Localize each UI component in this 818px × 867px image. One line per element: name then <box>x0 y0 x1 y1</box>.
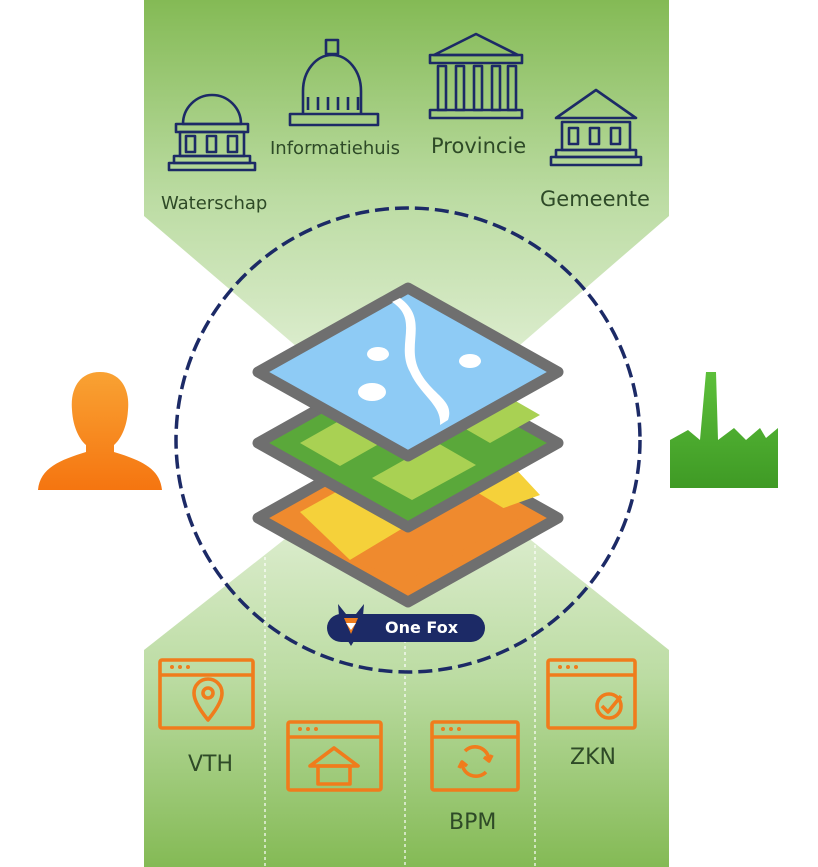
zkn-label: ZKN <box>570 745 616 770</box>
one-fox-label: One Fox <box>385 618 459 637</box>
vth-label: VTH <box>188 752 234 777</box>
informatiehuis-label: Informatiehuis <box>270 138 401 159</box>
government-band <box>144 0 669 442</box>
one-fox-badge <box>327 604 485 646</box>
platform-circle <box>174 206 642 674</box>
gemeente-label: Gemeente <box>540 187 650 211</box>
provincie-icon <box>428 32 524 120</box>
bpm-app-icon <box>430 720 520 792</box>
waterschap-label: Waterschap <box>161 193 268 214</box>
fox-logo-icon <box>338 604 364 646</box>
systems-band <box>144 442 669 867</box>
provincie-label: Provincie <box>431 134 527 158</box>
map-layers-icon <box>252 282 564 608</box>
layer-top <box>252 282 564 462</box>
informatiehuis-icon <box>288 38 380 127</box>
waterschap-icon <box>167 93 257 172</box>
bpm-label: BPM <box>449 810 497 835</box>
home-app-icon <box>286 720 383 792</box>
citizen-icon <box>38 372 162 490</box>
vth-app-icon <box>158 658 255 730</box>
gemeente-icon <box>549 88 643 167</box>
zkn-app-icon <box>546 658 637 730</box>
company-icon <box>670 372 778 488</box>
separator-lines <box>264 545 536 867</box>
